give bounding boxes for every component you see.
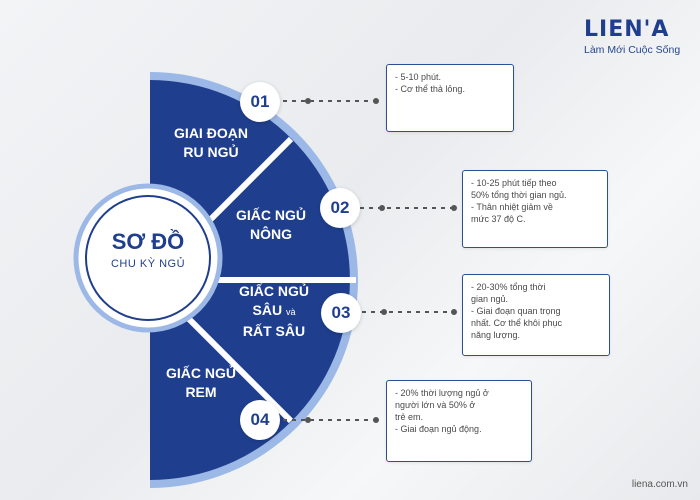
- note-line: - 20% thời lượng ngủ ở: [395, 388, 489, 398]
- note-line: - 10-25 phút tiếp theo: [471, 178, 557, 188]
- center-circle-ring: [73, 183, 223, 333]
- connector-dot: [379, 205, 385, 211]
- website-url: liena.com.vn: [631, 479, 688, 490]
- diagram-title: SƠ ĐỒ: [111, 229, 185, 254]
- note-line: trẻ em.: [395, 412, 424, 422]
- stage-label-line: GIẤC NGỦ: [236, 207, 306, 223]
- note-line: - Giai đoạn quan trọng: [471, 306, 561, 316]
- center-title: SƠ ĐỒ CHU KỲ NGỦ: [86, 229, 210, 271]
- stage-label-line: NÔNG: [250, 226, 292, 242]
- connector-dot: [305, 417, 311, 423]
- brand-tagline: Làm Mới Cuộc Sống: [584, 44, 681, 56]
- stage-number-03: 03: [321, 293, 361, 333]
- note-line: nhất. Cơ thể khôi phục: [471, 318, 562, 328]
- stage-label-line: RU NGỦ: [183, 144, 239, 160]
- note-line: mức 37 độ C.: [471, 214, 526, 224]
- stage-note-04: - 20% thời lượng ngủ ở người lớn và 50% …: [386, 380, 532, 462]
- note-line: - Thân nhiệt giảm về: [471, 202, 553, 212]
- connector-dot: [305, 98, 311, 104]
- diagram-subtitle: CHU KỲ NGỦ: [110, 258, 186, 270]
- connector-dot: [451, 309, 457, 315]
- stage-note-01: - 5-10 phút. - Cơ thể thả lỏng.: [386, 64, 514, 132]
- note-line: - Cơ thể thả lỏng.: [395, 84, 465, 94]
- stage-label-line: GIẤC NGỦ: [166, 365, 236, 381]
- stage-label-02: GIẤC NGỦ NÔNG: [216, 206, 326, 244]
- stage-number-04: 04: [240, 400, 280, 440]
- note-line: - 20-30% tổng thời: [471, 282, 546, 292]
- center-circle-inner: [85, 195, 211, 321]
- note-line: năng lượng.: [471, 330, 520, 340]
- stage-label-line: GIAI ĐOẠN: [174, 125, 248, 141]
- note-line: - Giai đoạn ngủ động.: [395, 424, 482, 434]
- stage-note-03: - 20-30% tổng thời gian ngủ. - Giai đoạn…: [462, 274, 610, 356]
- stage-label-line: RẤT SÂU: [242, 323, 306, 339]
- stage-label-line: SÂU: [252, 302, 283, 318]
- connector-dot: [451, 205, 457, 211]
- connector-dot: [373, 417, 379, 423]
- note-line: gian ngủ.: [471, 294, 509, 304]
- brand-logo: LIEN'A Làm Mới Cuộc Sống: [584, 17, 694, 57]
- note-line: - 5-10 phút.: [395, 72, 442, 82]
- connector-dot: [373, 98, 379, 104]
- stage-label-01: GIAI ĐOẠN RU NGỦ: [152, 124, 270, 162]
- stage-label-04: GIẤC NGỦ REM: [152, 364, 250, 402]
- stage-label-line: GIẤC NGỦ: [239, 283, 309, 299]
- stage-note-02: - 10-25 phút tiếp theo 50% tổng thời gia…: [462, 170, 608, 248]
- stage-number-01: 01: [240, 82, 280, 122]
- stage-label-03: GIẤC NGỦ SÂU và RẤT SÂU: [218, 282, 330, 341]
- connector-dot: [381, 309, 387, 315]
- stage-label-line: REM: [185, 384, 217, 400]
- brand-name: LIEN'A: [584, 17, 670, 42]
- note-line: người lớn và 50% ở: [395, 400, 476, 410]
- note-line: 50% tổng thời gian ngủ.: [471, 190, 567, 200]
- stage-label-line: và: [285, 307, 296, 317]
- stage-number-02: 02: [320, 188, 360, 228]
